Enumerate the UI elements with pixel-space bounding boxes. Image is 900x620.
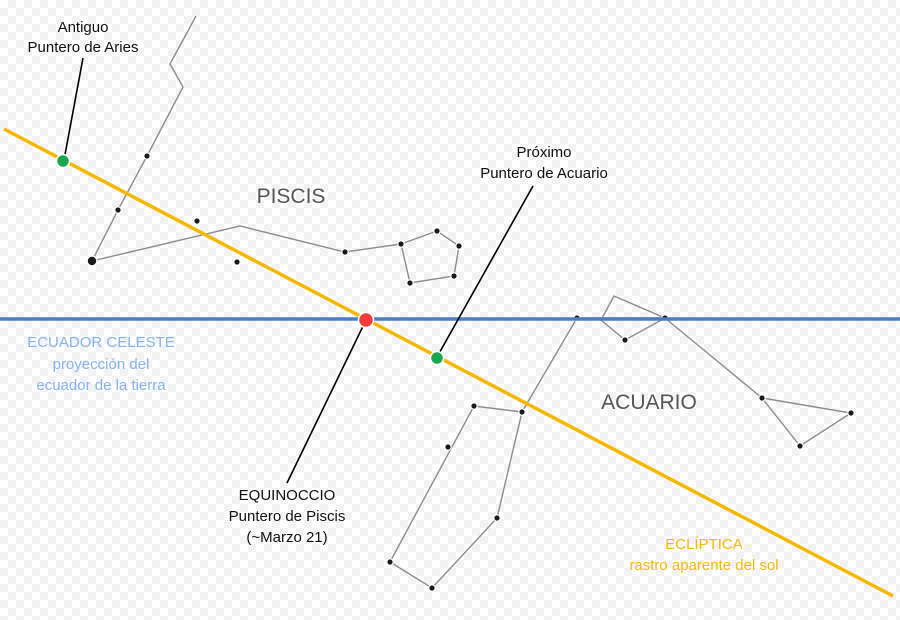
aquarius-star <box>796 442 804 450</box>
equinox-pointer-line <box>286 319 367 484</box>
pisces-star <box>397 240 405 248</box>
equinoccio-label-line3: (~Marzo 21) <box>246 529 327 546</box>
pisces-star <box>450 272 458 280</box>
ecuador-label-line2: proyección del <box>53 356 150 373</box>
equinox-point <box>357 311 375 329</box>
aquarius-star <box>386 558 394 566</box>
pisces-constellation <box>86 15 463 287</box>
pisces-circlet <box>400 230 460 284</box>
aquarius-star <box>758 394 766 402</box>
ecliptica-label-line2: rastro aparente del sol <box>629 557 778 574</box>
pisces-star <box>114 206 122 214</box>
aquarius-line-west <box>521 317 578 413</box>
pisces-star <box>406 279 414 287</box>
pisces-line-vertical <box>91 15 197 262</box>
proximo-label-line2: Puntero de Acuario <box>480 165 608 182</box>
aquarius-star <box>470 402 478 410</box>
proximo-pointer-line <box>436 185 534 358</box>
aquarius-stream <box>664 317 853 447</box>
pisces-star <box>433 227 441 235</box>
pisces-star <box>86 255 98 267</box>
antiguo-label-line1: Antiguo <box>58 19 109 36</box>
proximo-label-line1: Próximo <box>516 144 571 161</box>
antiguo-aries-point <box>55 153 71 169</box>
pisces-star <box>193 217 201 225</box>
aquarius-star <box>444 443 452 451</box>
ecliptic-line <box>3 127 894 598</box>
piscis-label: PISCIS <box>257 185 326 208</box>
aquarius-constellation <box>386 295 855 592</box>
antiguo-pointer-line <box>63 57 84 161</box>
pisces-star <box>143 152 151 160</box>
ecliptica-label-line1: ECLÍPTICA <box>665 536 743 553</box>
pisces-star <box>455 242 463 250</box>
aquarius-star <box>621 336 629 344</box>
pisces-star <box>233 258 241 266</box>
aquarius-star <box>847 409 855 417</box>
proximo-aquarius-point <box>429 350 445 366</box>
aquarius-star <box>428 584 436 592</box>
equinoccio-label-line2: Puntero de Piscis <box>229 508 346 525</box>
antiguo-label-line2: Puntero de Aries <box>28 39 139 56</box>
ecuador-label-line1: ECUADOR CELESTE <box>27 334 175 351</box>
ecuador-label-line3: ecuador de la tierra <box>36 377 166 394</box>
aquarius-body <box>389 405 523 589</box>
pisces-star <box>341 248 349 256</box>
equinoccio-label-line1: EQUINOCCIO <box>239 487 336 504</box>
pisces-line-horizontal <box>91 225 402 262</box>
aquarius-star <box>518 408 526 416</box>
aquarius-star <box>493 514 501 522</box>
acuario-label: ACUARIO <box>601 391 697 414</box>
